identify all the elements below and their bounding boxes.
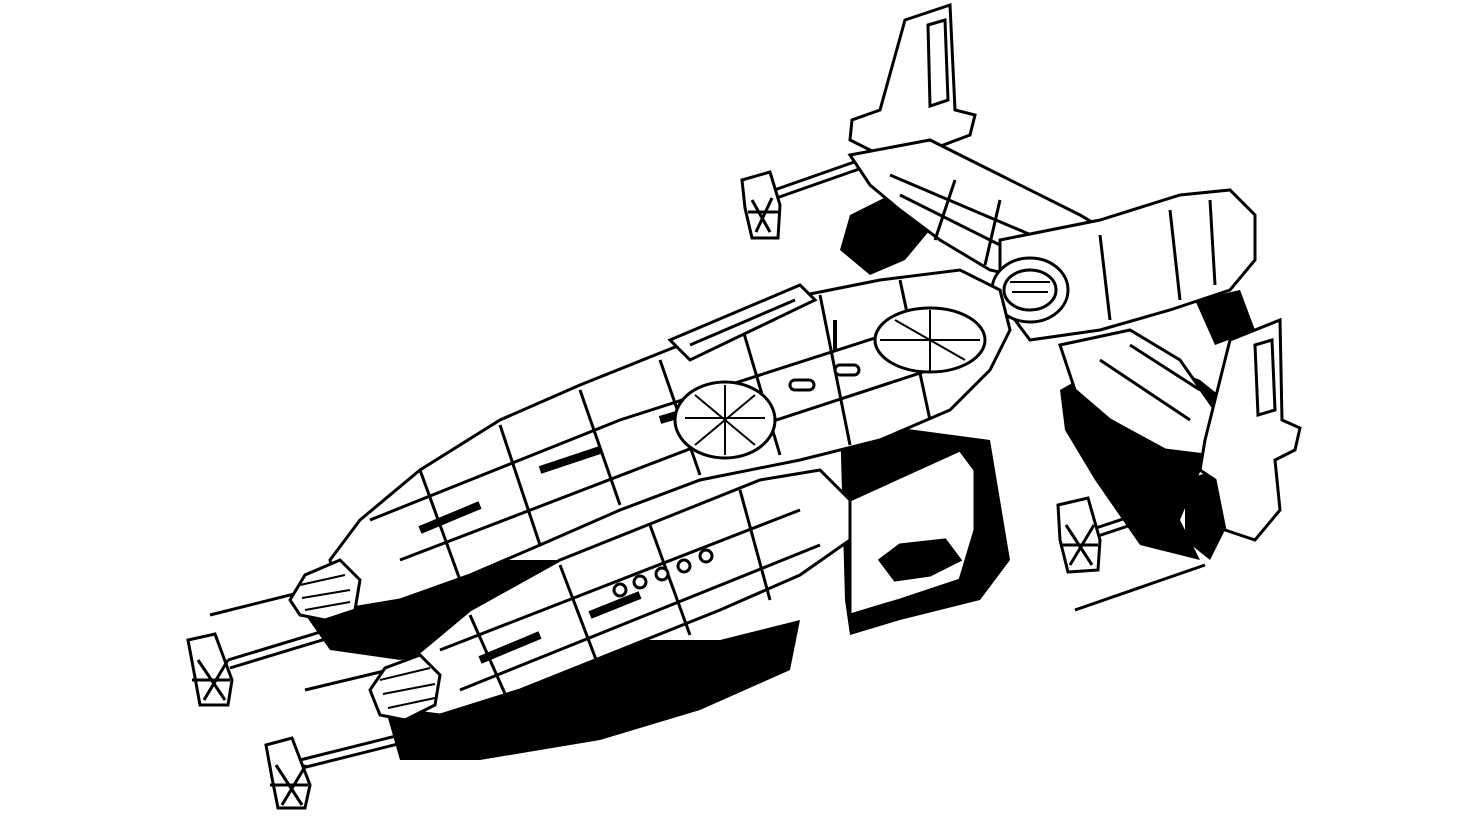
lower-tail [1058, 317, 1302, 542]
cockpit-canopies [673, 306, 987, 460]
radiator-lattices [186, 170, 1102, 810]
upper-fin [848, 2, 977, 157]
rear-engine-pod [990, 188, 1257, 342]
ventral-fin [848, 448, 977, 618]
radiator-upper [740, 170, 782, 240]
upper-nose [288, 558, 362, 622]
lower-nose [368, 653, 442, 722]
dorsal-side-panel [667, 283, 818, 362]
engine-booms [209, 158, 1213, 770]
main-hull [328, 268, 1012, 612]
radiator-left-2 [264, 736, 312, 810]
radiator-left-1 [186, 632, 234, 707]
radiator-right [1056, 496, 1102, 574]
